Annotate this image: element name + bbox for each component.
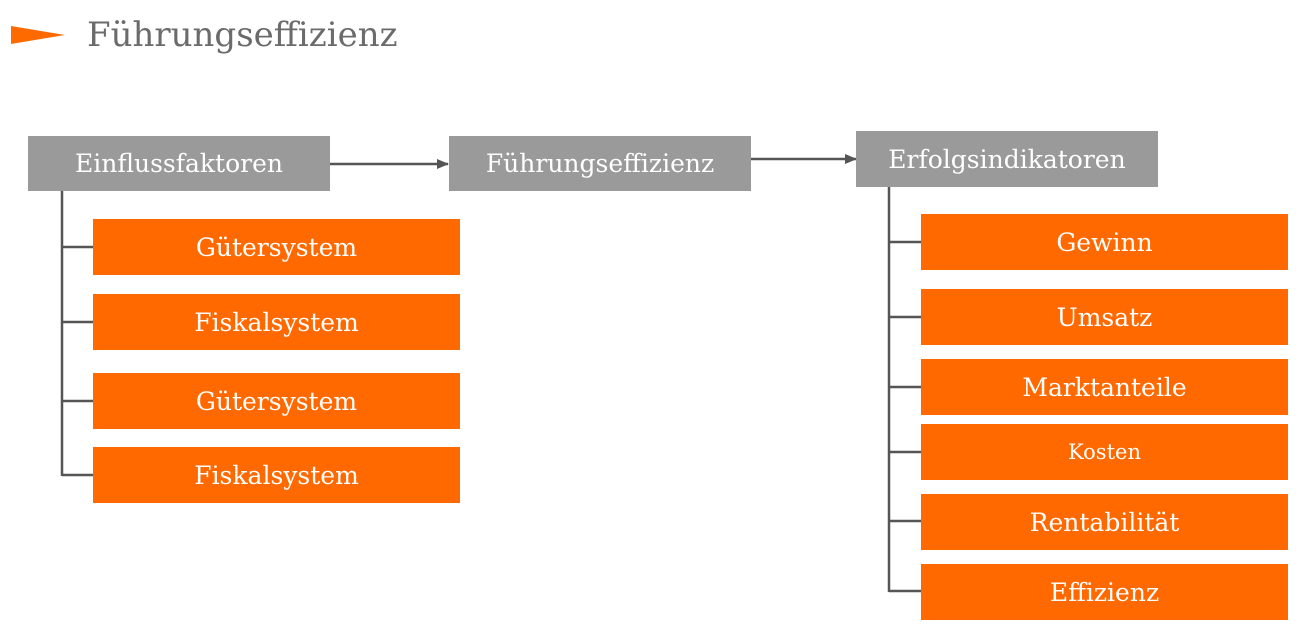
right-item-2: Umsatz: [921, 289, 1288, 345]
header-fuehrungseffizienz: Führungseffizienz: [449, 136, 751, 191]
right-item-5: Rentabilität: [921, 494, 1288, 550]
header-erfolgsindikatoren: Erfolgsindikatoren: [856, 131, 1158, 187]
right-item-1: Gewinn: [921, 214, 1288, 270]
arrow-bullet-icon: [11, 26, 65, 44]
left-item-3: Gütersystem: [93, 373, 460, 429]
right-item-3: Marktanteile: [921, 359, 1288, 415]
left-item-2: Fiskalsystem: [93, 294, 460, 350]
right-item-6: Effizienz: [921, 564, 1288, 620]
header-einflussfaktoren: Einflussfaktoren: [28, 136, 330, 191]
page-title: Führungseffizienz: [87, 15, 398, 55]
right-item-4: Kosten: [921, 424, 1288, 480]
left-item-4: Fiskalsystem: [93, 447, 460, 503]
left-item-1: Gütersystem: [93, 219, 460, 275]
